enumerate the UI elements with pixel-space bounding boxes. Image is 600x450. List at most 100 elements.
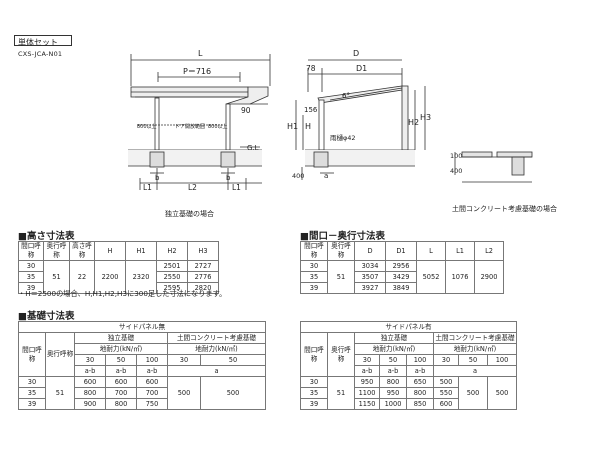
table-cell: 500: [433, 376, 459, 388]
set-label: 単体セット: [18, 38, 58, 47]
gutter-label: 雨樋φ42: [330, 133, 356, 142]
th-H1: H1: [125, 241, 157, 261]
foundation-table-no-panel: サイドパネル無 間口呼称 奥行呼称 独立基礎 土間コンクリート考慮基礎 地耐力(…: [18, 321, 266, 410]
foundation-table-with-panel: サイドパネル有 間口呼称 奥行呼称 独立基礎 土間コンクリート考慮基礎 地耐力(…: [300, 321, 517, 410]
ab-header: a-b: [406, 365, 434, 377]
th-frontage: 間口呼称: [18, 332, 46, 377]
table-cell: 500: [458, 376, 488, 410]
dim-H: H: [305, 122, 311, 131]
table-cell: 39: [300, 398, 328, 410]
depth-table: 間口呼称 奥行呼称 D D1 L L1 L2 30 51 3034 2956 5…: [300, 241, 504, 294]
table-cell: 51: [327, 260, 355, 294]
dim-b-left: b: [155, 174, 160, 182]
table-cell: 950: [354, 376, 380, 388]
table-cell: 51: [327, 376, 355, 410]
gutter-right-label: 800以上: [208, 123, 228, 130]
th-frontage: 間口呼称: [300, 241, 328, 261]
dim-D1: D1: [356, 64, 367, 73]
table-cell: 30: [300, 376, 328, 388]
load-header: 30: [354, 354, 380, 366]
ab-header: a-b: [74, 365, 106, 377]
load-header: 30: [433, 354, 459, 366]
ab-header: a-b: [379, 365, 407, 377]
table-cell: 2550: [156, 271, 188, 283]
table-cell: 800: [105, 398, 137, 410]
th-D: D: [354, 241, 386, 261]
load-header: 50: [200, 354, 266, 366]
bearing-header: 地耐力(kN/㎡): [74, 343, 168, 355]
table-cell: 650: [406, 376, 434, 388]
table-cell: 30: [300, 260, 328, 272]
load-header: 50: [379, 354, 407, 366]
front-view: [128, 54, 271, 190]
dim-L2: L2: [188, 183, 197, 192]
dim-L: L: [198, 49, 203, 58]
table-cell: 750: [136, 398, 168, 410]
group-header: サイドパネル無: [18, 321, 266, 333]
gutter-left-label: 800以上: [137, 123, 157, 130]
height-table: 間口呼称 奥行呼称 高さ呼称 H H1 H2 H3 30 51 22 2200 …: [18, 241, 219, 294]
dim-400-detail: 400: [450, 167, 462, 175]
bearing-header: 地耐力(kN/㎡): [167, 343, 266, 355]
table-cell: 39: [18, 282, 44, 294]
table-cell: 600: [74, 376, 106, 388]
table-cell: 600: [136, 376, 168, 388]
table-cell: 2501: [156, 260, 188, 272]
side-view: [295, 59, 426, 180]
table-cell: 1076: [445, 260, 475, 294]
load-header: 100: [406, 354, 434, 366]
dim-L1-left: L1: [143, 183, 152, 192]
load-header: 50: [105, 354, 137, 366]
front-caption: 独立基礎の場合: [165, 209, 214, 218]
th-H3: H3: [187, 241, 219, 261]
th-depth: 奥行呼称: [327, 241, 355, 261]
a-header: a: [433, 365, 517, 377]
slab-detail: [454, 151, 533, 183]
th-depth: 奥行呼称: [45, 332, 75, 377]
th-L2: L2: [474, 241, 504, 261]
sub-header: 土間コンクリート考慮基礎: [167, 332, 266, 344]
group-header: サイドパネル有: [300, 321, 517, 333]
sub-header: 独立基礎: [354, 332, 434, 344]
load-header: 100: [136, 354, 168, 366]
table-cell: 3849: [385, 282, 417, 294]
table-cell: 35: [18, 271, 44, 283]
height-table-title: ■高さ寸法表: [18, 231, 75, 242]
dim-90: 90: [241, 106, 251, 115]
th-frontage: 間口呼称: [300, 332, 328, 377]
table-cell: 550: [433, 387, 459, 399]
table-cell: 2956: [385, 260, 417, 272]
door-range-label: ドア開放範囲: [175, 123, 205, 130]
depth-table-title: ■間口－奥行寸法表: [300, 231, 385, 242]
dim-L1-right: L1: [232, 183, 241, 192]
table-cell: 950: [379, 387, 407, 399]
roof-angle: 6°: [342, 92, 350, 100]
th-depth: 奥行呼称: [327, 332, 355, 377]
table-cell: 2727: [187, 260, 219, 272]
table-cell: 600: [433, 398, 459, 410]
table-cell: 800: [406, 387, 434, 399]
table-cell: 3927: [354, 282, 386, 294]
th-depth: 奥行呼称: [43, 241, 70, 261]
table-cell: 800: [74, 387, 106, 399]
sub-header: 土間コンクリート考慮基礎: [433, 332, 517, 344]
dim-D: D: [353, 49, 359, 58]
table-cell: 30: [18, 376, 46, 388]
table-cell: 500: [200, 376, 266, 410]
th-frontage: 間口呼称: [18, 241, 44, 261]
table-cell: 1100: [354, 387, 380, 399]
sub-header: 独立基礎: [74, 332, 168, 344]
table-cell: 39: [300, 282, 328, 294]
th-D1: D1: [385, 241, 417, 261]
table-cell: 39: [18, 398, 46, 410]
th-H2: H2: [156, 241, 188, 261]
dim-156: 156: [304, 106, 318, 114]
dim-H3: H3: [420, 113, 431, 122]
table-cell: 35: [300, 387, 328, 399]
set-label-box: [14, 35, 72, 46]
table-cell: 850: [406, 398, 434, 410]
th-L: L: [416, 241, 446, 261]
model-code: CXS-JCA-N01: [18, 50, 63, 58]
table-cell: 2776: [187, 271, 219, 283]
table-cell: 30: [18, 260, 44, 272]
